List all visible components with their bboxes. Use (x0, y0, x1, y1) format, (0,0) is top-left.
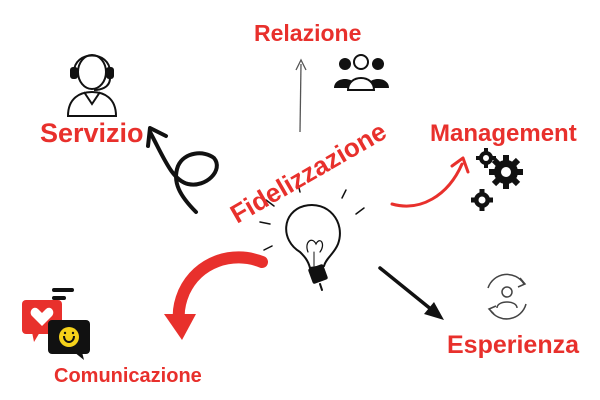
node-label-management: Management (430, 120, 577, 147)
node-label-relazione: Relazione (254, 20, 362, 46)
arrow-to-relazione (295, 58, 307, 133)
node-label-comunicazione: Comunicazione (54, 365, 202, 387)
arrow-to-servizio (146, 126, 219, 214)
arrow-to-management (390, 156, 470, 208)
group-people-icon (334, 54, 389, 91)
chat-bubbles-icon (22, 288, 90, 360)
lightbulb-icon (259, 183, 365, 291)
gears-icon (471, 148, 523, 211)
node-label-servizio: Servizio (40, 118, 144, 148)
arrow-to-comunicazione (164, 251, 268, 340)
headset-agent-icon (66, 54, 118, 117)
arrow-to-esperienza (378, 266, 444, 320)
user-cycle-icon (487, 273, 527, 320)
node-label-esperienza: Esperienza (447, 331, 580, 359)
